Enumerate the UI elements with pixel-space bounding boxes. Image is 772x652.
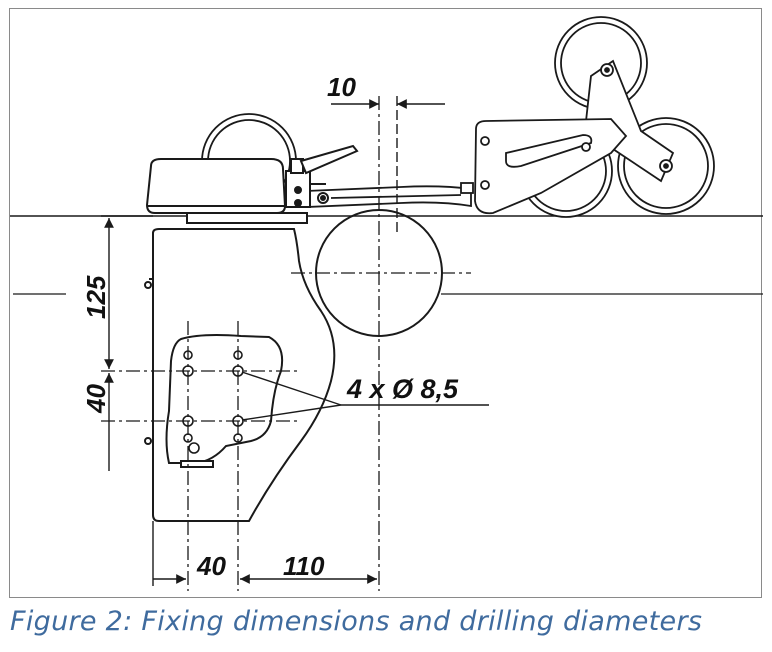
figure-caption: Figure 2: Fixing dimensions and drilling… [10, 606, 703, 637]
pipe-section [315, 209, 443, 337]
hole-leader-lines [241, 371, 489, 421]
technical-drawing-frame: 10 125 40 40 110 4 x Ø 8,5 [9, 8, 763, 598]
dimension-horizontal-distance-label: 110 [283, 551, 325, 581]
clamp-housing [145, 144, 359, 224]
technical-drawing: 10 125 40 40 110 4 x Ø 8,5 [10, 16, 763, 591]
dimension-horizontal-spacing-label: 40 [196, 551, 226, 581]
dimension-vertical-spacing-label: 40 [81, 384, 111, 414]
connecting-bar [305, 182, 474, 208]
tri-star-wheel-assembly [474, 16, 715, 218]
dimension-vertical-height-label: 125 [81, 275, 111, 319]
holes-callout-label: 4 x Ø 8,5 [346, 374, 459, 404]
center-lines [101, 96, 471, 591]
reference-lines [10, 215, 763, 295]
dimension-top-offset-label: 10 [327, 72, 356, 102]
dimension-horizontal [152, 521, 377, 586]
dimension-vertical-height [101, 215, 153, 369]
dimension-top-offset [331, 96, 445, 236]
